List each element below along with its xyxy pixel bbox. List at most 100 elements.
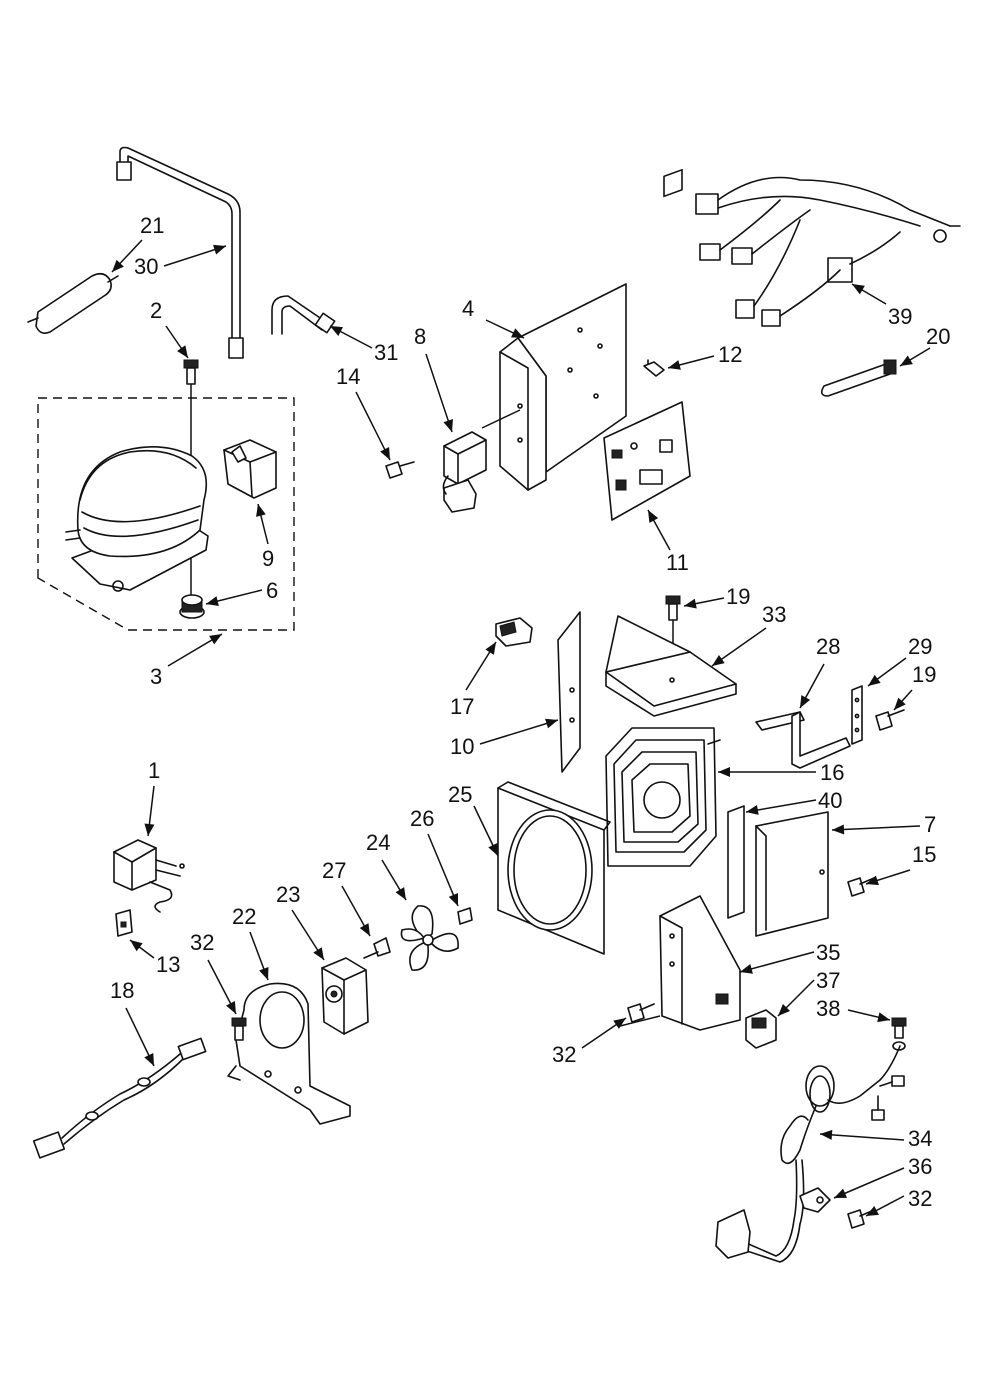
arrowhead-25	[488, 843, 498, 856]
callout-19b: 19	[912, 662, 936, 687]
strip-29	[851, 685, 863, 745]
strip-40	[727, 805, 745, 919]
arrowhead-19a	[684, 598, 697, 609]
leader-35	[739, 951, 815, 973]
callout-32c: 32	[908, 1186, 932, 1211]
arrowhead-32c	[866, 1205, 879, 1216]
arrowhead-15	[866, 875, 879, 886]
arrowhead-40	[746, 805, 759, 815]
callout-34: 34	[908, 1126, 932, 1151]
wire-harness-39	[695, 176, 961, 327]
callout-12: 12	[718, 342, 742, 367]
arrowhead-8	[443, 419, 453, 432]
arrowhead-12	[668, 360, 681, 370]
arrowhead-23	[313, 947, 324, 960]
arrowhead-21	[112, 259, 124, 272]
fan-blade-24	[400, 905, 459, 971]
arrowhead-13	[130, 940, 143, 952]
arrowhead-31	[330, 326, 343, 336]
transformer-8	[442, 431, 487, 513]
arrowhead-35	[740, 964, 753, 974]
arrowhead-10	[545, 718, 558, 729]
connector-17	[495, 617, 533, 647]
clip-26	[457, 907, 473, 925]
bracket-10	[557, 611, 581, 773]
arrowhead-11	[648, 510, 659, 523]
arrowhead-19b	[894, 697, 906, 710]
screw-15	[847, 877, 875, 897]
arrowhead-14	[380, 447, 390, 460]
callout-26: 26	[410, 806, 434, 831]
screw-32-bracket	[231, 1017, 247, 1041]
callout-36: 36	[908, 1154, 932, 1179]
arrowhead-34	[820, 1129, 833, 1140]
callout-27: 27	[322, 858, 346, 883]
callout-labels: 21 30 2 31 4 8 14 12 39 20 9 6 11 3 19 3…	[110, 213, 950, 1211]
compressor	[65, 446, 209, 592]
arrowhead-2	[177, 345, 188, 358]
callout-10: 10	[450, 734, 474, 759]
callout-15: 15	[912, 842, 936, 867]
callout-20: 20	[926, 324, 950, 349]
arrowhead-6	[206, 596, 219, 606]
arrowhead-29	[868, 674, 881, 686]
relay-9	[223, 439, 277, 499]
callout-35: 35	[816, 940, 840, 965]
callout-8: 8	[414, 324, 426, 349]
callout-38: 38	[816, 996, 840, 1021]
arrowhead-38	[877, 1012, 890, 1023]
callout-29: 29	[908, 634, 932, 659]
leader-26	[427, 833, 459, 907]
screw-19-right	[875, 709, 905, 731]
callout-4: 4	[462, 296, 474, 321]
motor-bracket-22	[227, 982, 351, 1125]
leader-8	[425, 353, 453, 433]
callout-11: 11	[666, 550, 689, 575]
callout-13: 13	[156, 952, 180, 977]
fan-motor-23	[321, 957, 369, 1035]
arrowhead-22	[259, 967, 269, 980]
leader-10	[479, 719, 559, 745]
callout-33: 33	[762, 602, 786, 627]
tube-30	[116, 146, 244, 359]
arrowhead-18	[144, 1053, 154, 1066]
arrowhead-9	[256, 504, 266, 517]
control-board-11	[603, 168, 691, 521]
leader-arrows	[111, 239, 931, 1217]
arrowhead-32b	[613, 1018, 626, 1029]
arrowhead-27	[359, 923, 370, 936]
arrowhead-39	[852, 284, 865, 295]
bracket-35	[619, 895, 741, 1031]
arrowhead-36	[834, 1188, 847, 1198]
clip-12	[643, 359, 665, 377]
power-cord-34	[715, 1045, 905, 1263]
top-cover-33	[605, 615, 737, 717]
leader-34	[819, 1133, 905, 1141]
compressor-assembly-outline	[37, 397, 295, 631]
leader-7	[831, 825, 921, 831]
leader-36	[833, 1167, 905, 1199]
callout-25: 25	[448, 782, 472, 807]
wire-18	[32, 1037, 207, 1159]
tag-13	[115, 909, 133, 937]
arrowhead-1	[144, 823, 155, 836]
arrowhead-20	[900, 355, 913, 366]
capacitor-1	[113, 839, 185, 913]
screw-27	[363, 937, 391, 959]
callout-39: 39	[888, 304, 912, 329]
tube-31	[271, 295, 336, 335]
callout-21: 21	[140, 213, 164, 238]
callout-1: 1	[148, 758, 160, 783]
callout-30: 30	[134, 254, 158, 279]
callout-18: 18	[110, 978, 134, 1003]
callout-9: 9	[262, 546, 274, 571]
callout-32a: 32	[190, 930, 214, 955]
screw-14	[385, 461, 415, 479]
arrowhead-3	[209, 634, 222, 645]
callout-23: 23	[276, 882, 300, 907]
clamp-36	[799, 1187, 831, 1213]
callout-40: 40	[818, 788, 842, 813]
callout-37: 37	[816, 968, 840, 993]
switch-37	[745, 1009, 777, 1049]
